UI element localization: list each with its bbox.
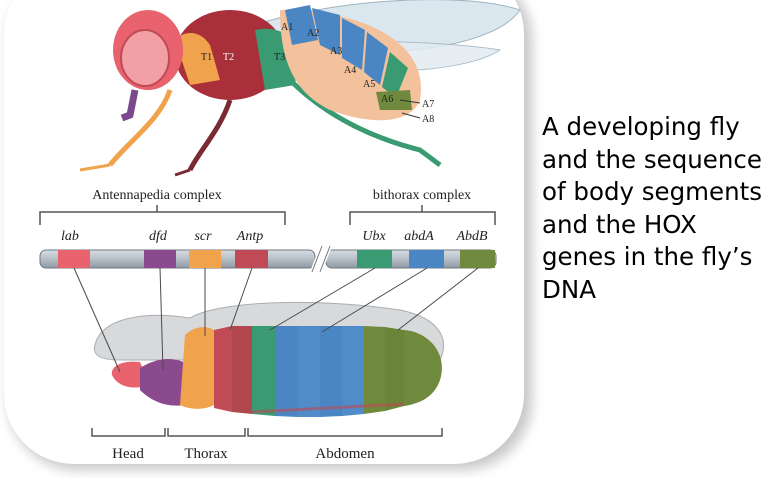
caption-line: DNA [542,274,596,304]
embryo-seg-dfd [140,359,188,406]
gene-name-abda: abdA [404,229,434,244]
embryo-seg-a4 [320,326,342,417]
gene-band-ubx [357,250,392,268]
label-a1: A1 [281,22,293,33]
embryo-seg-a2 [275,326,298,417]
label-a3: A3 [330,46,342,57]
embryo-seg-a3 [298,326,320,417]
caption-line: and the HOX [542,209,697,239]
thorax-bracket [167,428,246,437]
connector-dfd [159,267,164,371]
fly-leg-1-tarsus [79,163,111,172]
label-a5: A5 [363,79,375,90]
label-a2: A2 [307,28,319,39]
label-t2: T2 [223,52,234,63]
gene-name-lab: lab [61,229,79,244]
connector-antp [229,267,253,331]
gene-band-scr [189,250,221,268]
gene-band-abdb [460,250,495,268]
label-t1: T1 [201,52,212,63]
fly-eye [120,29,170,87]
embryo-seg-a7 [385,327,404,411]
label-a4: A4 [344,65,356,76]
label-t3: T3 [274,52,285,63]
gene-band-abda [409,250,444,268]
fly-abdomen-a6 [376,90,412,110]
embryo-seg-t3 [232,326,252,414]
label-a7: A7 [422,99,434,110]
fly-leg-1 [108,89,173,167]
dna-strand [39,245,497,273]
a7-pointer [399,99,421,104]
region-label-thorax: Thorax [184,446,228,462]
region-label-abdomen: Abdomen [315,446,375,462]
label-a6: A6 [381,94,393,105]
embryo-seg-scr [180,327,216,409]
region-label-head: Head [112,446,144,462]
caption-line: of body segments [542,177,763,206]
fly-abdomen-a5 [382,52,408,98]
gene-connectors [73,267,479,373]
gene-band-lab [58,250,90,268]
caption-line: genes in the fly’s [542,242,753,271]
embryo-seg-a6 [364,326,385,414]
gene-name-ubx: Ubx [362,229,386,244]
region-brackets: Head Thorax Abdomen [91,428,443,462]
abdomen-bracket [247,428,443,437]
connector-abdb [397,267,479,331]
head-bracket [91,428,166,437]
fly-leg-2 [187,99,233,172]
gene-band-dfd [144,250,176,268]
embryo [93,301,445,417]
connector-lab [73,267,121,373]
caption: A developing fly and the sequence of bod… [542,111,782,306]
label-a8: A8 [422,114,434,125]
gene-name-dfd: dfd [149,229,168,244]
fly-abdomen-a4 [364,32,388,85]
embryo-seg-a8 [404,330,442,406]
connector-ubx [269,267,376,331]
embryo-seg-a1 [252,326,275,416]
connector-abda [321,267,428,333]
embryo-seg-a5 [342,326,364,416]
fly-thorax-t1 [175,33,220,85]
gene-name-antp: Antp [236,229,263,244]
embryo-seg-t2 [214,326,232,412]
gene-names: lab dfd scr Antp Ubx abdA AbdB [61,229,488,244]
caption-line: A developing fly [542,112,740,141]
gene-band-antp [235,250,268,268]
fly-leg-3 [288,78,442,167]
fly-abdomen-a3 [342,18,365,70]
fly-leg-2-tarsus [174,168,191,177]
gene-name-scr: scr [194,229,212,244]
fly-abdomen-a1 [285,5,318,45]
complex-brackets: Antennapedia complex bithorax complex [39,188,496,225]
fly-abdomen-a2 [312,8,340,55]
gene-name-abdb: AbdB [455,229,488,244]
bithorax-complex-label: bithorax complex [373,188,471,203]
antennapedia-complex-label: Antennapedia complex [92,188,221,203]
embryo-ventral-stripe [251,402,405,414]
fly-mouthparts [120,89,139,122]
antennapedia-bracket [39,211,286,225]
dna-break-marks [311,245,331,273]
a8-pointer [401,112,421,119]
caption-line: and the sequence [542,144,762,174]
adult-fly: T1 T2 T3 A1 A2 A3 A4 A5 A6 A7 A8 [79,0,521,177]
